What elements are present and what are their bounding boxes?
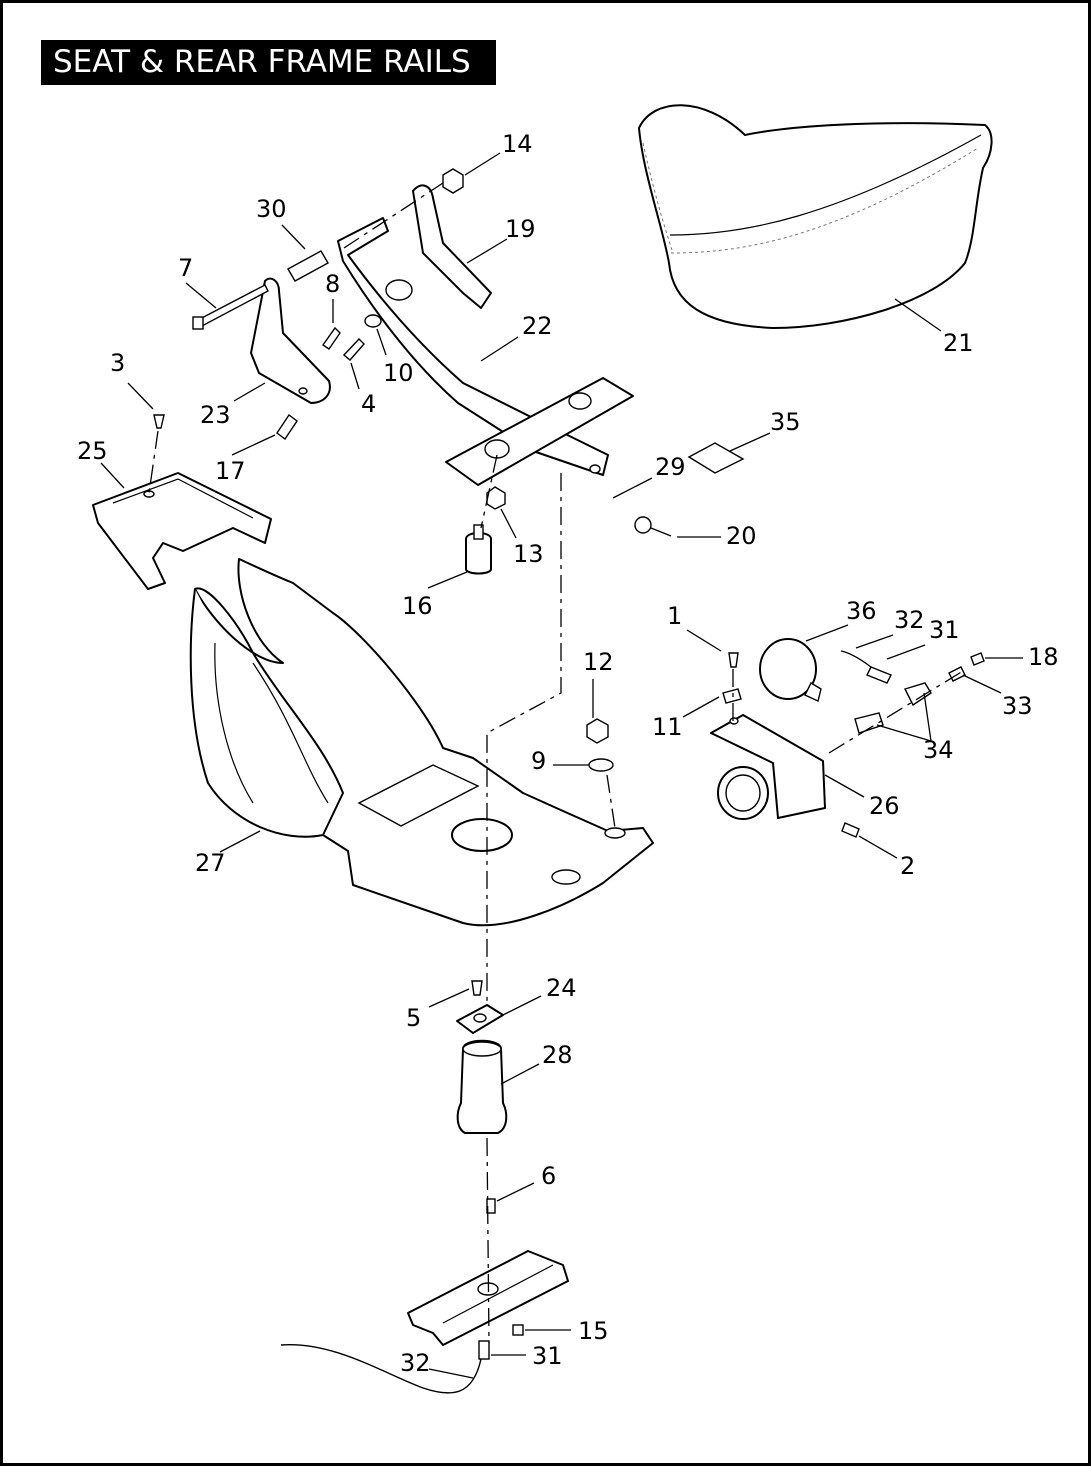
callout-19: 19	[505, 215, 536, 243]
callout-21: 21	[943, 329, 974, 357]
callout-18: 18	[1028, 643, 1059, 671]
callout-1: 1	[667, 602, 682, 630]
callout-9: 9	[531, 747, 546, 775]
callout-5: 5	[406, 1004, 421, 1032]
callout-6: 6	[541, 1162, 556, 1190]
seat-part	[638, 104, 993, 329]
callout-31-lower: 31	[532, 1342, 563, 1370]
callout-15: 15	[578, 1317, 609, 1345]
frame-rail-part	[250, 184, 634, 486]
callout-28: 28	[542, 1041, 573, 1069]
callout-11: 11	[652, 713, 683, 741]
callout-4: 4	[361, 390, 376, 418]
callout-31-upper: 31	[929, 616, 960, 644]
callout-32-upper: 32	[894, 606, 925, 634]
callout-35: 35	[770, 408, 801, 436]
callout-16: 16	[402, 592, 433, 620]
callout-leaders	[100, 152, 1023, 1379]
callout-labels: 14 30 19 7 8 22 10 4 3 23 17 25 35 29 20…	[77, 130, 1059, 1377]
hardware-parts	[153, 168, 985, 1360]
wire-lower-part	[280, 1343, 482, 1394]
callout-10: 10	[383, 359, 414, 387]
light-assembly-part	[710, 638, 932, 820]
fender-part	[189, 558, 654, 927]
callout-12: 12	[583, 648, 614, 676]
callout-17: 17	[215, 457, 246, 485]
page-title: SEAT & REAR FRAME RAILS	[41, 40, 496, 85]
callout-20: 20	[726, 522, 757, 550]
callout-3: 3	[110, 349, 125, 377]
callout-36: 36	[846, 597, 877, 625]
assembly-centerlines	[148, 182, 964, 1344]
callout-30: 30	[256, 195, 287, 223]
callout-32-lower: 32	[400, 1349, 431, 1377]
callout-25: 25	[77, 437, 108, 465]
callout-33: 33	[1002, 692, 1033, 720]
callout-14: 14	[502, 130, 533, 158]
callout-8: 8	[325, 270, 340, 298]
callout-13: 13	[513, 540, 544, 568]
callout-24: 24	[546, 974, 577, 1002]
callout-27: 27	[195, 849, 226, 877]
cover-part	[92, 472, 272, 590]
callout-7: 7	[178, 254, 193, 282]
exploded-parts-diagram: 14 30 19 7 8 22 10 4 3 23 17 25 35 29 20…	[77, 104, 1059, 1394]
callout-22: 22	[522, 312, 553, 340]
shock-part	[456, 1004, 508, 1134]
callout-34: 34	[923, 736, 954, 764]
callout-29: 29	[655, 453, 686, 481]
callout-26: 26	[869, 792, 900, 820]
callout-23: 23	[200, 401, 231, 429]
callout-2: 2	[900, 852, 915, 880]
